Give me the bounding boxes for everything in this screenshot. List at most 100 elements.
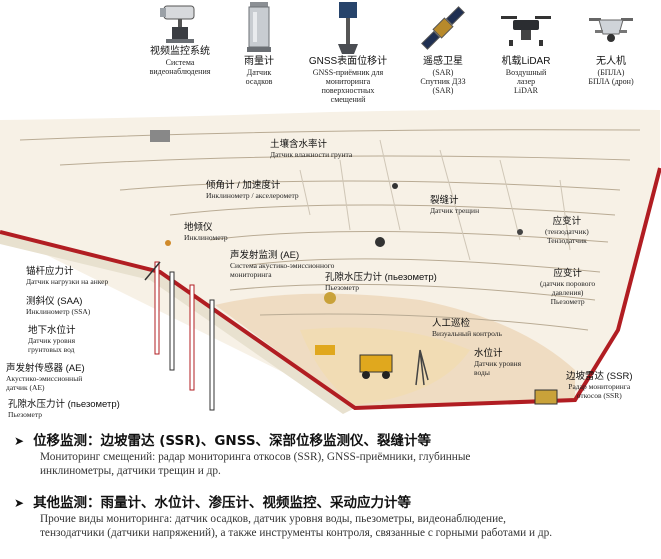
section-displacement: ➤位移监测：边坡雷达 (SSR)、GNSS、深部位移监测仪、裂缝计等 Монит… [14,432,651,478]
device-gnss: GNSS表面位移计 GNSS-приёмник для мониторинга … [298,0,398,104]
device-drone: 无人机 (БПЛА) БПЛА (дрон) [568,0,654,86]
label-water-level-cn: 水位计 [474,348,503,359]
device-sat-cn: 遥感卫星 [423,56,463,67]
drone-icon [589,18,633,42]
label-ae-sensor-cn: 声发射传感器 (AE) [6,363,85,374]
bench-lines [19,129,641,331]
label-strain-2: 应变计 (датчик порового давления) Пьезометр [540,268,595,306]
label-saa: 测斜仪 (SAA) Инклинометр (SSA) [26,296,90,316]
label-water-level-ru-1: Датчик уровня [474,359,522,368]
label-anchor-ru: Датчик нагрузки на анкер [26,277,109,286]
label-strain1-cn: 应变计 [552,216,582,227]
device-gnss-ru-1: GNSS-приёмник для [312,68,384,77]
label-piezometer-left: 孔隙水压力计 (пьезометр) Пьезометр [8,399,120,419]
label-soil-ru: Датчик влажности грунта [270,150,353,159]
device-camera: 视频监控系统 Система видеонаблюдения [138,0,222,76]
label-visual-ru: Визуальный контроль [432,329,502,338]
label-piezo-mid-cn: 孔隙水压力计 (пьезометр) [325,272,437,283]
arrow-icon: ➤ [14,434,25,448]
section-other-line-2: тензодатчики (датчики напряжений), а так… [40,527,553,539]
device-lidar-ru-3: LiDAR [514,86,538,95]
device-gnss-ru-3: поверхностных [321,86,375,95]
label-groundwater: 地下水位计 Датчик уровня грунтовых вод [28,325,76,354]
label-radar-ru-2: откосов (SSR) [576,391,622,400]
label-visual-inspection: 人工巡检 Визуальный контроль [432,318,502,338]
device-camera-ru-1: Система [165,58,195,67]
label-strain2-ru-2: давления) [551,288,584,297]
slope-band [0,232,355,414]
label-strain2-cn: 应变计 [553,268,582,279]
label-anchor-cn: 锚杆应力计 [26,266,74,277]
section-other: ➤其他监测：雨量计、水位计、渗压计、视频监控、采动应力计等 Прочие вид… [14,494,651,540]
gnss-receiver-icon [338,2,358,54]
label-radar-ru-1: Радар мониторинга [568,382,631,391]
label-tilt-ru: Инклинометр / акселерометр [206,191,299,200]
label-strain-1: 应变计 (тензодатчик) Тензодатчик [545,216,589,245]
device-sat-ru-2: Спутник ДЗЗ [420,77,466,86]
section-other-heading: 其他监测：雨量计、水位计、渗压计、视频监控、采动应力计等 [33,495,412,511]
borehole-instruments [144,261,215,411]
label-piezo-left-cn: 孔隙水压力计 (пьезометр) [8,399,120,410]
device-rain-ru-2: осадков [245,77,273,86]
label-slope-radar: 边坡雷达 (SSR) Радар мониторинга откосов (SS… [566,371,633,400]
device-lidar: 机载LiDAR Воздушный лазер LiDAR [490,0,562,95]
label-gw-ru-1: Датчик уровня [28,336,76,345]
label-ae-ru-1: Система акустико-эмиссионного [230,261,335,270]
label-strain2-ru-1: (датчик порового [540,279,596,288]
label-tilt-cn: 倾角计 / 加速度计 [206,180,281,191]
label-strain2-ru-3: Пьезометр [550,297,585,306]
device-gnss-cn: GNSS表面位移计 [308,56,388,67]
label-water-level: 水位计 Датчик уровня воды [474,348,521,377]
label-piezometer-mid: 孔隙水压力计 (пьезометр) Пьезометр [325,272,437,292]
label-strain1-ru-2: Тензодатчик [546,236,587,245]
slope-hatching [299,139,571,261]
section-displacement-line-1: Мониторинг смещений: радар мониторинга о… [40,451,471,463]
device-sat-ru-1: (SAR) [432,68,454,77]
rain-gauge-icon [247,2,271,52]
label-tilt: 倾角计 / 加速度计 Инклинометр / акселерометр [206,180,299,200]
device-camera-ru-2: видеонаблюдения [149,67,211,76]
device-sat-ru-3: (SAR) [432,86,454,95]
lidar-drone-icon [501,16,551,46]
label-ae-sensor: 声发射传感器 (AE) Акустико-эмиссионный датчик … [6,363,85,392]
device-satellite: 遥感卫星 (SAR) Спутник ДЗЗ (SAR) [405,0,481,95]
label-strain1-ru-1: (тензодатчик) [545,227,589,236]
device-drone-ru-1: (БПЛА) [597,68,625,77]
label-radar-cn: 边坡雷达 (SSR) [566,371,633,382]
label-gw-cn: 地下水位计 [28,325,76,336]
label-visual-cn: 人工巡检 [432,318,471,329]
label-ae-cn: 声发射监测 (AE) [230,250,300,261]
label-ae-sensor-ru-1: Акустико-эмиссионный [6,374,83,383]
label-ae-ru-2: мониторинга [230,270,272,279]
equipment-markers [150,130,558,405]
arrow-icon: ➤ [14,496,25,510]
label-water-level-ru-2: воды [474,368,490,377]
device-lidar-ru-2: лазер [516,77,536,86]
label-crack: 裂缝计 Датчик трещин [430,195,479,215]
label-incl-cn: 地倾仪 [184,222,213,233]
section-displacement-line-2: инклинометры, датчики трещин и др. [40,465,221,477]
device-lidar-ru-1: Воздушный [505,68,547,77]
device-camera-cn: 视频监控系统 [150,46,210,57]
label-ae-sensor-ru-2: датчик (AE) [6,383,45,392]
device-rain-gauge: 雨量计 Датчик осадков [228,0,290,86]
device-gnss-ru-2: мониторинга [325,77,371,86]
slope-border [0,167,661,411]
device-drone-ru-2: БПЛА (дрон) [588,77,634,86]
label-piezo-mid-ru: Пьезометр [325,283,359,292]
label-soil-moisture: 土壤含水率计 Датчик влажности грунта [270,139,352,159]
label-incl-ru: Инклинометр [184,233,228,242]
label-piezo-left-ru: Пьезометр [8,410,42,419]
label-ae-system: 声发射监测 (AE) Система акустико-эмиссионного… [230,250,334,279]
label-inclinometer: 地倾仪 Инклинометр [184,222,228,242]
device-lidar-cn: 机载LiDAR [501,56,551,67]
label-crack-ru: Датчик трещин [430,206,480,215]
label-crack-cn: 裂缝计 [430,195,459,206]
label-anchor-stress: 锚杆应力计 Датчик нагрузки на анкер [26,266,108,286]
camera-icon [160,5,195,43]
satellite-icon [421,6,465,50]
device-drone-cn: 无人机 [596,56,626,67]
label-soil-cn: 土壤含水率计 [270,139,328,150]
